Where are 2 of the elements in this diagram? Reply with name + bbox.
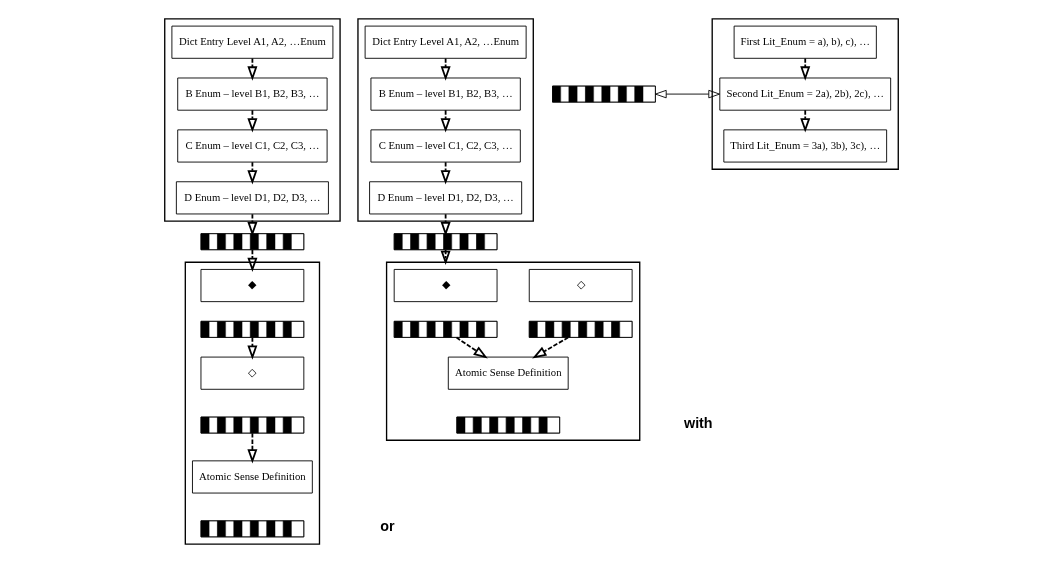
label: or [379, 518, 395, 535]
label: with [683, 414, 713, 431]
